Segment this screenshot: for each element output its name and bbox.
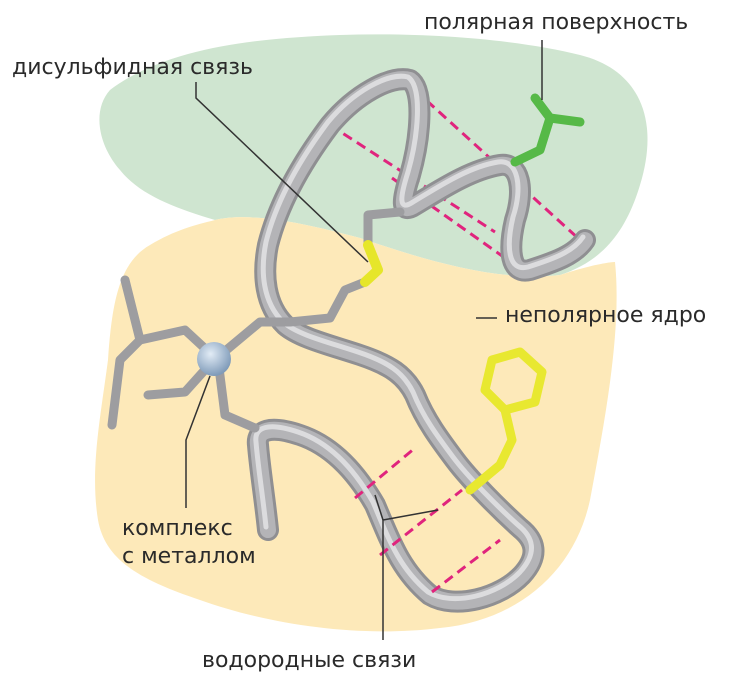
polar-surface-label: полярная поверхность — [424, 10, 688, 36]
disulfide-bond-label: дисульфидная связь — [12, 55, 253, 81]
hydrogen-bonds-label: водородные связи — [202, 648, 416, 674]
metal-complex-label: комплекс с металлом — [122, 515, 256, 571]
metal-ion — [197, 342, 231, 376]
nonpolar-core-label: неполярное ядро — [505, 303, 706, 329]
metal-complex-label-line1: комплекс — [122, 515, 256, 543]
metal-complex-label-line2: с металлом — [122, 543, 256, 571]
